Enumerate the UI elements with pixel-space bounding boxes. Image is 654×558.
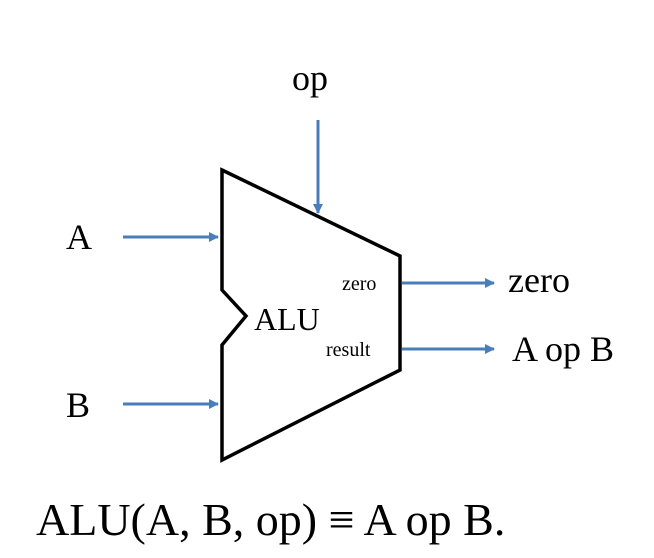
input-b-label: B (66, 385, 90, 425)
alu-label: ALU (254, 301, 320, 337)
input-op-label: op (292, 58, 328, 98)
alu-body (220, 167, 402, 463)
input-a-label: A (66, 217, 92, 257)
output-zero-label: zero (508, 260, 570, 300)
zero-port-label: zero (342, 273, 376, 295)
output-result-label: A op B (512, 329, 614, 369)
result-port-label: result (326, 339, 371, 361)
alu-formula: ALU(A, B, op) ≡ A op B. (36, 494, 505, 545)
